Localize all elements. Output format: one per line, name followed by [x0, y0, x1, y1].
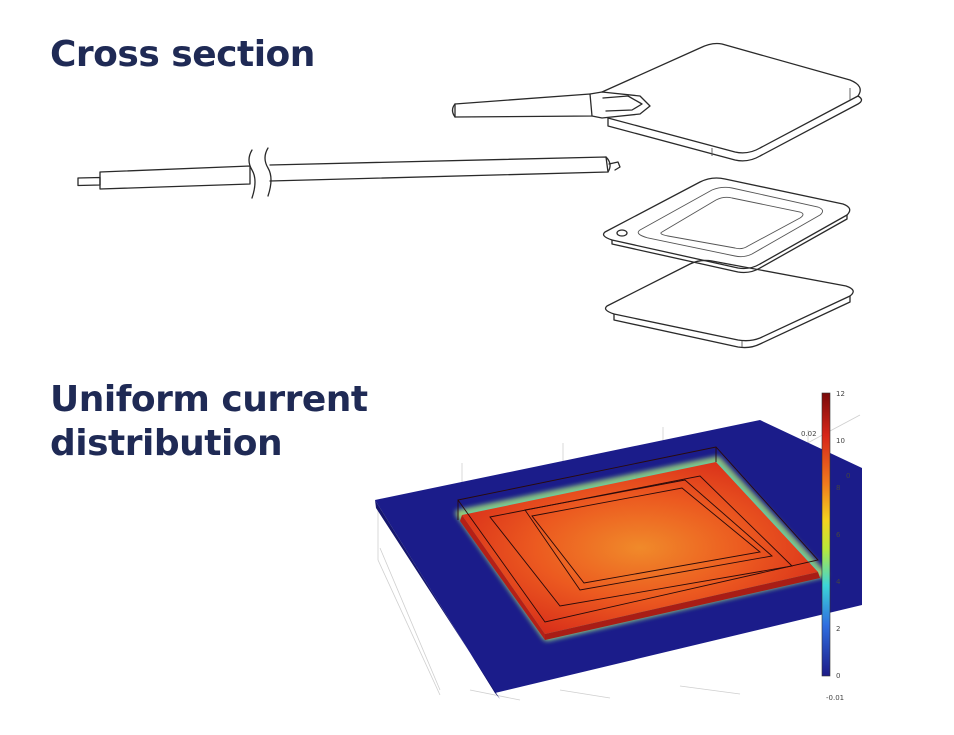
colorbar	[821, 392, 831, 677]
axis-tick-bottom: -0.01	[826, 694, 844, 702]
heading-uniform-current: Uniform current distribution	[50, 379, 368, 464]
axis-tick-upper: 0.02	[801, 430, 817, 438]
colorbar-tick: 0	[836, 672, 840, 680]
colorbar-tick: 4	[836, 578, 841, 586]
heading-cross-section: Cross section	[50, 34, 315, 75]
colorbar-tick: 6	[836, 531, 841, 539]
colorbar-ticks: 12 10 8 6 4 2 0	[836, 390, 845, 680]
colorbar-tick: 10	[836, 437, 845, 445]
colorbar-tick: 2	[836, 625, 840, 633]
electrode-middle-conductor	[602, 177, 851, 274]
electrode-top-cover	[451, 42, 863, 162]
axis-tick-right: 0	[846, 472, 850, 480]
electrode-gel-pad	[604, 259, 854, 349]
colorbar-tick: 12	[836, 390, 845, 398]
electrode-cable	[77, 147, 621, 199]
colorbar-tick: 8	[836, 484, 840, 492]
simulation-plot: 12 10 8 6 4 2 0 0.02 0 -0.01	[375, 390, 862, 702]
